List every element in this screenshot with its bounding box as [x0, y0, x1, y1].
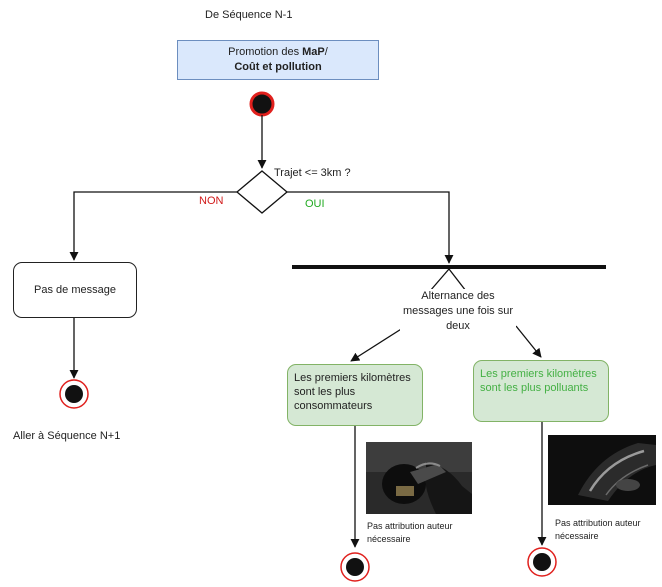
- no-message-box: Pas de message: [13, 262, 137, 318]
- photo1-credit-note: Pas attribution auteur nécessaire: [367, 521, 453, 544]
- previous-sequence-label: De Séquence N-1: [205, 9, 293, 21]
- car-interior-photo: [548, 435, 656, 505]
- initial-node: [249, 91, 275, 117]
- next-sequence-label: Aller à Séquence N+1: [13, 430, 121, 442]
- edge-fork-left: [350, 325, 407, 362]
- photo2-credit-note: Pas attribution auteur nécessaire: [555, 518, 641, 541]
- decision-question: Trajet <= 3km ?: [274, 167, 351, 179]
- edge-non: [69, 191, 237, 261]
- edge-fork-right: [515, 325, 542, 358]
- edge-oui: [287, 191, 454, 264]
- option-box-consumption: Les premiers kilomètres sont les plus co…: [287, 364, 423, 426]
- decision-diamond: [235, 170, 289, 214]
- final-node-non-core: [65, 385, 83, 403]
- option-box-pollution: Les premiers kilomètres sont les plus po…: [473, 360, 609, 422]
- yes-label: OUI: [305, 198, 325, 210]
- fuel-pump-photo: [366, 442, 472, 514]
- no-label: NON: [199, 195, 224, 207]
- fork-label: Alternance des messages une fois sur deu…: [400, 289, 516, 334]
- fork-bar: [292, 265, 606, 269]
- start-action-box: Promotion des MaP/ Coût et pollution: [177, 40, 379, 80]
